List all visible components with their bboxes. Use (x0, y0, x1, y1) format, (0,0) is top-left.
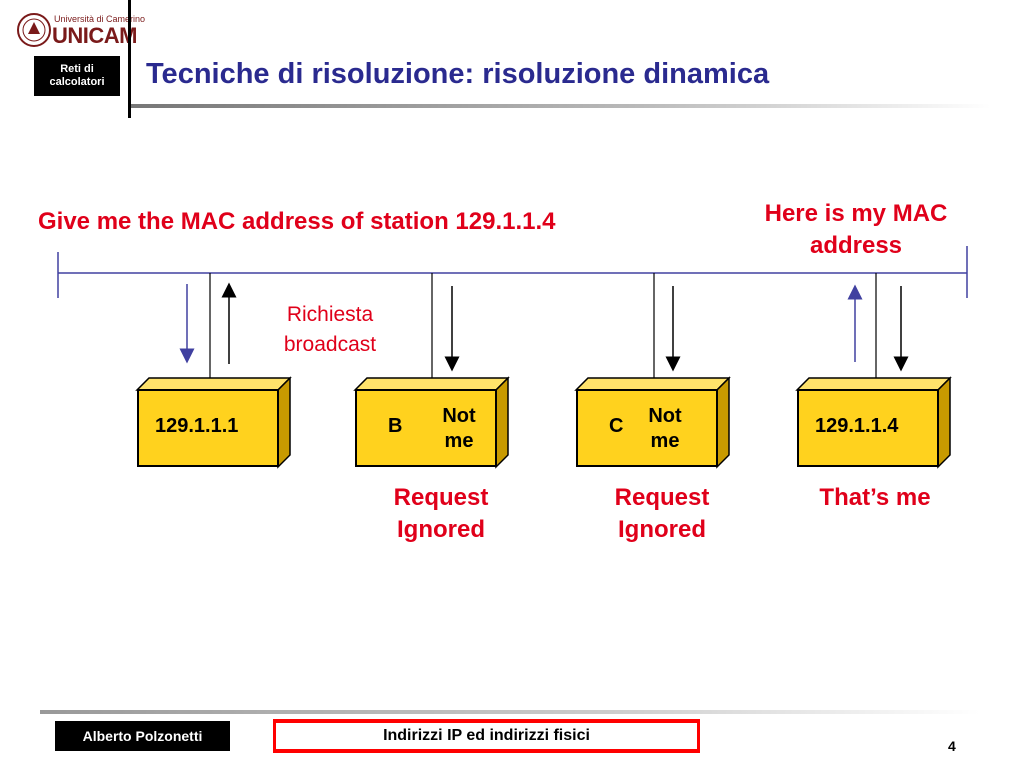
station-c-result: Request Ignored (614, 484, 710, 543)
footer-subject-frame: Indirizzi IP ed indirizzi fisici (273, 719, 700, 753)
arp-reply-text: Here is my MAC address (764, 200, 948, 259)
page-title: Tecniche di risoluzione: risoluzione din… (146, 58, 770, 90)
station-d-box (797, 389, 939, 467)
station-c-note: Not me (648, 405, 682, 452)
university-seal-icon (17, 13, 51, 47)
station-a-box (137, 389, 279, 467)
station-c-box-3d (574, 376, 731, 469)
logo-wordmark: UNICAM (52, 23, 138, 48)
station-d-result: That’s me (819, 484, 931, 511)
header-divider (128, 0, 131, 118)
title-underline (131, 104, 991, 108)
station-d-label: 129.1.1.4 (815, 415, 899, 437)
station-a-label: 129.1.1.1 (155, 415, 239, 437)
station-b-note: Not me (442, 405, 476, 452)
broadcast-label: Richiesta broadcast (283, 303, 377, 356)
author-badge: Alberto Polzonetti (55, 721, 230, 751)
station-b-label: B (388, 415, 403, 437)
station-b-box (355, 389, 497, 467)
footer-subject: Indirizzi IP ed indirizzi fisici (276, 723, 697, 749)
station-a-box-3d (135, 376, 292, 469)
station-c-box (576, 389, 718, 467)
footer-rule (40, 710, 980, 714)
station-d-box-3d (795, 376, 952, 469)
page-number: 4 (948, 738, 956, 754)
station-c-label: C (609, 415, 624, 437)
course-badge: Reti di calcolatori (34, 56, 120, 96)
arp-request-text: Give me the MAC address of station 129.1… (38, 208, 556, 235)
logo-university-name: Università di Camerino (54, 14, 146, 24)
university-logo (14, 12, 126, 50)
station-b-result: Request Ignored (393, 484, 489, 543)
